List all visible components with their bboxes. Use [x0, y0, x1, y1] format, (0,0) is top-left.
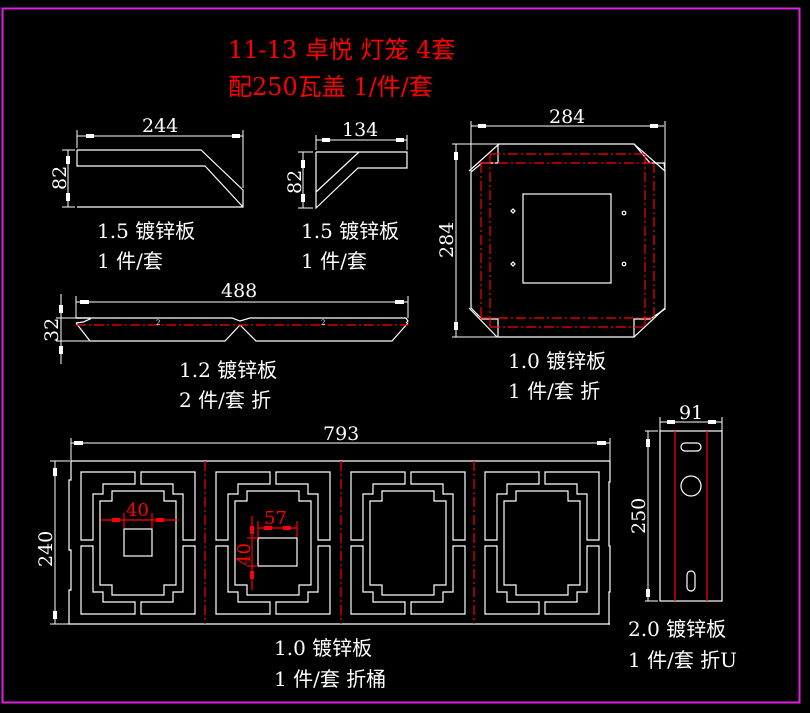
- u-channel-height: 250: [628, 498, 650, 534]
- title-line-1: 11-13 卓悦 灯笼 4套: [228, 36, 455, 64]
- lid-material: 1.0 镀锌板: [508, 349, 606, 373]
- bracket-b-material: 1.5 镀锌板: [301, 219, 399, 243]
- svg-text:2: 2: [156, 319, 160, 327]
- u-channel-slot-top: [680, 442, 702, 452]
- lid-height: 284: [436, 222, 458, 258]
- bracket-b-height: 82: [284, 170, 306, 194]
- strip-qty: 2 件/套 折: [179, 388, 271, 412]
- part-u-channel: 91 250 2.0 镀锌板 1 件/套 折U: [628, 402, 737, 672]
- bracket-a-inner: [76, 150, 244, 208]
- barrel-material: 1.0 镀锌板: [274, 636, 372, 660]
- lid-window: [522, 193, 612, 284]
- lid-qty: 1 件/套 折: [508, 379, 600, 403]
- part-bracket-b: 134 82 1.5 镀锌板 1 件/套: [284, 119, 408, 273]
- u-channel-material: 2.0 镀锌板: [628, 617, 726, 641]
- barrel-panel-pattern: [80, 471, 196, 615]
- bracket-b-qty: 1 件/套: [301, 249, 367, 273]
- barrel-hole-b-height: 40: [234, 543, 255, 566]
- strip-height: 32: [41, 318, 63, 342]
- title-line-2: 配250瓦盖 1/件/套: [228, 73, 433, 101]
- part-strip: 2 2 488 32 1.2 镀锌板 2 件/套 折: [41, 280, 409, 412]
- drawing-frame: [1, 7, 801, 704]
- bracket-a-height: 82: [49, 166, 71, 190]
- u-channel-width: 91: [679, 402, 703, 424]
- strip-width: 488: [221, 280, 257, 302]
- u-channel-qty: 1 件/套 折U: [628, 648, 737, 672]
- u-channel-outline: [659, 430, 723, 602]
- part-lid: 284 284 1.0 镀锌板 1 件/套 折: [436, 106, 666, 403]
- barrel-hole-b: [257, 537, 298, 567]
- lid-outline: [470, 143, 666, 338]
- u-channel-round-hole: [680, 475, 702, 497]
- barrel-qty: 1 件/套 折桶: [274, 667, 386, 691]
- part-barrel: 793 240 40 57 40 1.0 镀锌板 1 件/套 折桶: [35, 423, 611, 691]
- barrel-hole-b-width: 57: [264, 508, 287, 529]
- bracket-a-width: 244: [142, 115, 178, 137]
- strip-outline: [75, 317, 92, 324]
- barrel-panel-pattern: [350, 471, 466, 615]
- bracket-b-width: 134: [342, 119, 378, 141]
- svg-text:2: 2: [321, 319, 325, 327]
- barrel-hole-a: [123, 528, 153, 557]
- part-bracket-a: 244 82 1.5 镀锌板 1 件/套: [49, 115, 244, 273]
- barrel-width: 793: [323, 423, 359, 445]
- bracket-a-outline: [77, 149, 244, 208]
- barrel-panel-pattern: [484, 471, 600, 615]
- strip-material: 1.2 镀锌板: [179, 358, 277, 382]
- bracket-a-material: 1.5 镀锌板: [97, 219, 195, 243]
- barrel-panel-pattern: [215, 471, 331, 615]
- barrel-hole-a-width: 40: [126, 500, 149, 521]
- bracket-a-qty: 1 件/套: [97, 249, 163, 273]
- u-channel-slot-bottom: [686, 570, 696, 592]
- bracket-b-outline: [315, 151, 408, 210]
- barrel-height: 240: [35, 531, 57, 567]
- lid-width: 284: [549, 106, 585, 128]
